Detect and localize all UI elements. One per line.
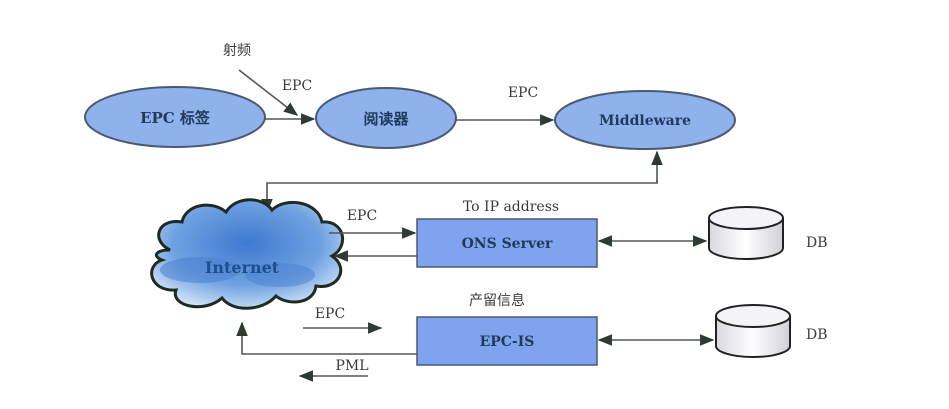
internet-cloud: Internet xyxy=(150,198,344,310)
rf-arrow xyxy=(238,69,299,116)
cloud-icon xyxy=(150,198,344,310)
ons-server-node: ONS Server xyxy=(416,218,598,268)
epc-is-node: EPC-IS xyxy=(416,316,598,366)
middleware-node: Middleware xyxy=(554,90,736,150)
pml-label: PML xyxy=(335,358,368,374)
reader-node: 阅读器 xyxy=(315,87,457,149)
epc-is-label: EPC-IS xyxy=(480,334,535,350)
reader-label: 阅读器 xyxy=(363,110,409,128)
epc-tag-label: EPC 标签 xyxy=(140,109,211,127)
epc-label-3: EPC xyxy=(347,208,377,224)
epc-label-1: EPC xyxy=(282,78,312,94)
product-info-label: 产留信息 xyxy=(469,292,525,309)
ons-server-label: ONS Server xyxy=(462,236,553,252)
db-2-label: DB xyxy=(806,327,828,343)
internet-label: Internet xyxy=(205,258,280,277)
epc-label-4: EPC xyxy=(315,306,345,322)
db-1: DB xyxy=(708,206,828,260)
middleware-label: Middleware xyxy=(599,113,691,129)
to-ip-address-label: To IP address xyxy=(463,199,559,215)
epcis-to-internet-arrow xyxy=(236,321,417,355)
db-2: DB xyxy=(715,304,828,358)
db-1-label: DB xyxy=(806,235,828,251)
epc-label-2: EPC xyxy=(508,85,538,101)
rf-label: 射频 xyxy=(223,43,251,59)
epc-tag-node: EPC 标签 xyxy=(84,86,266,148)
